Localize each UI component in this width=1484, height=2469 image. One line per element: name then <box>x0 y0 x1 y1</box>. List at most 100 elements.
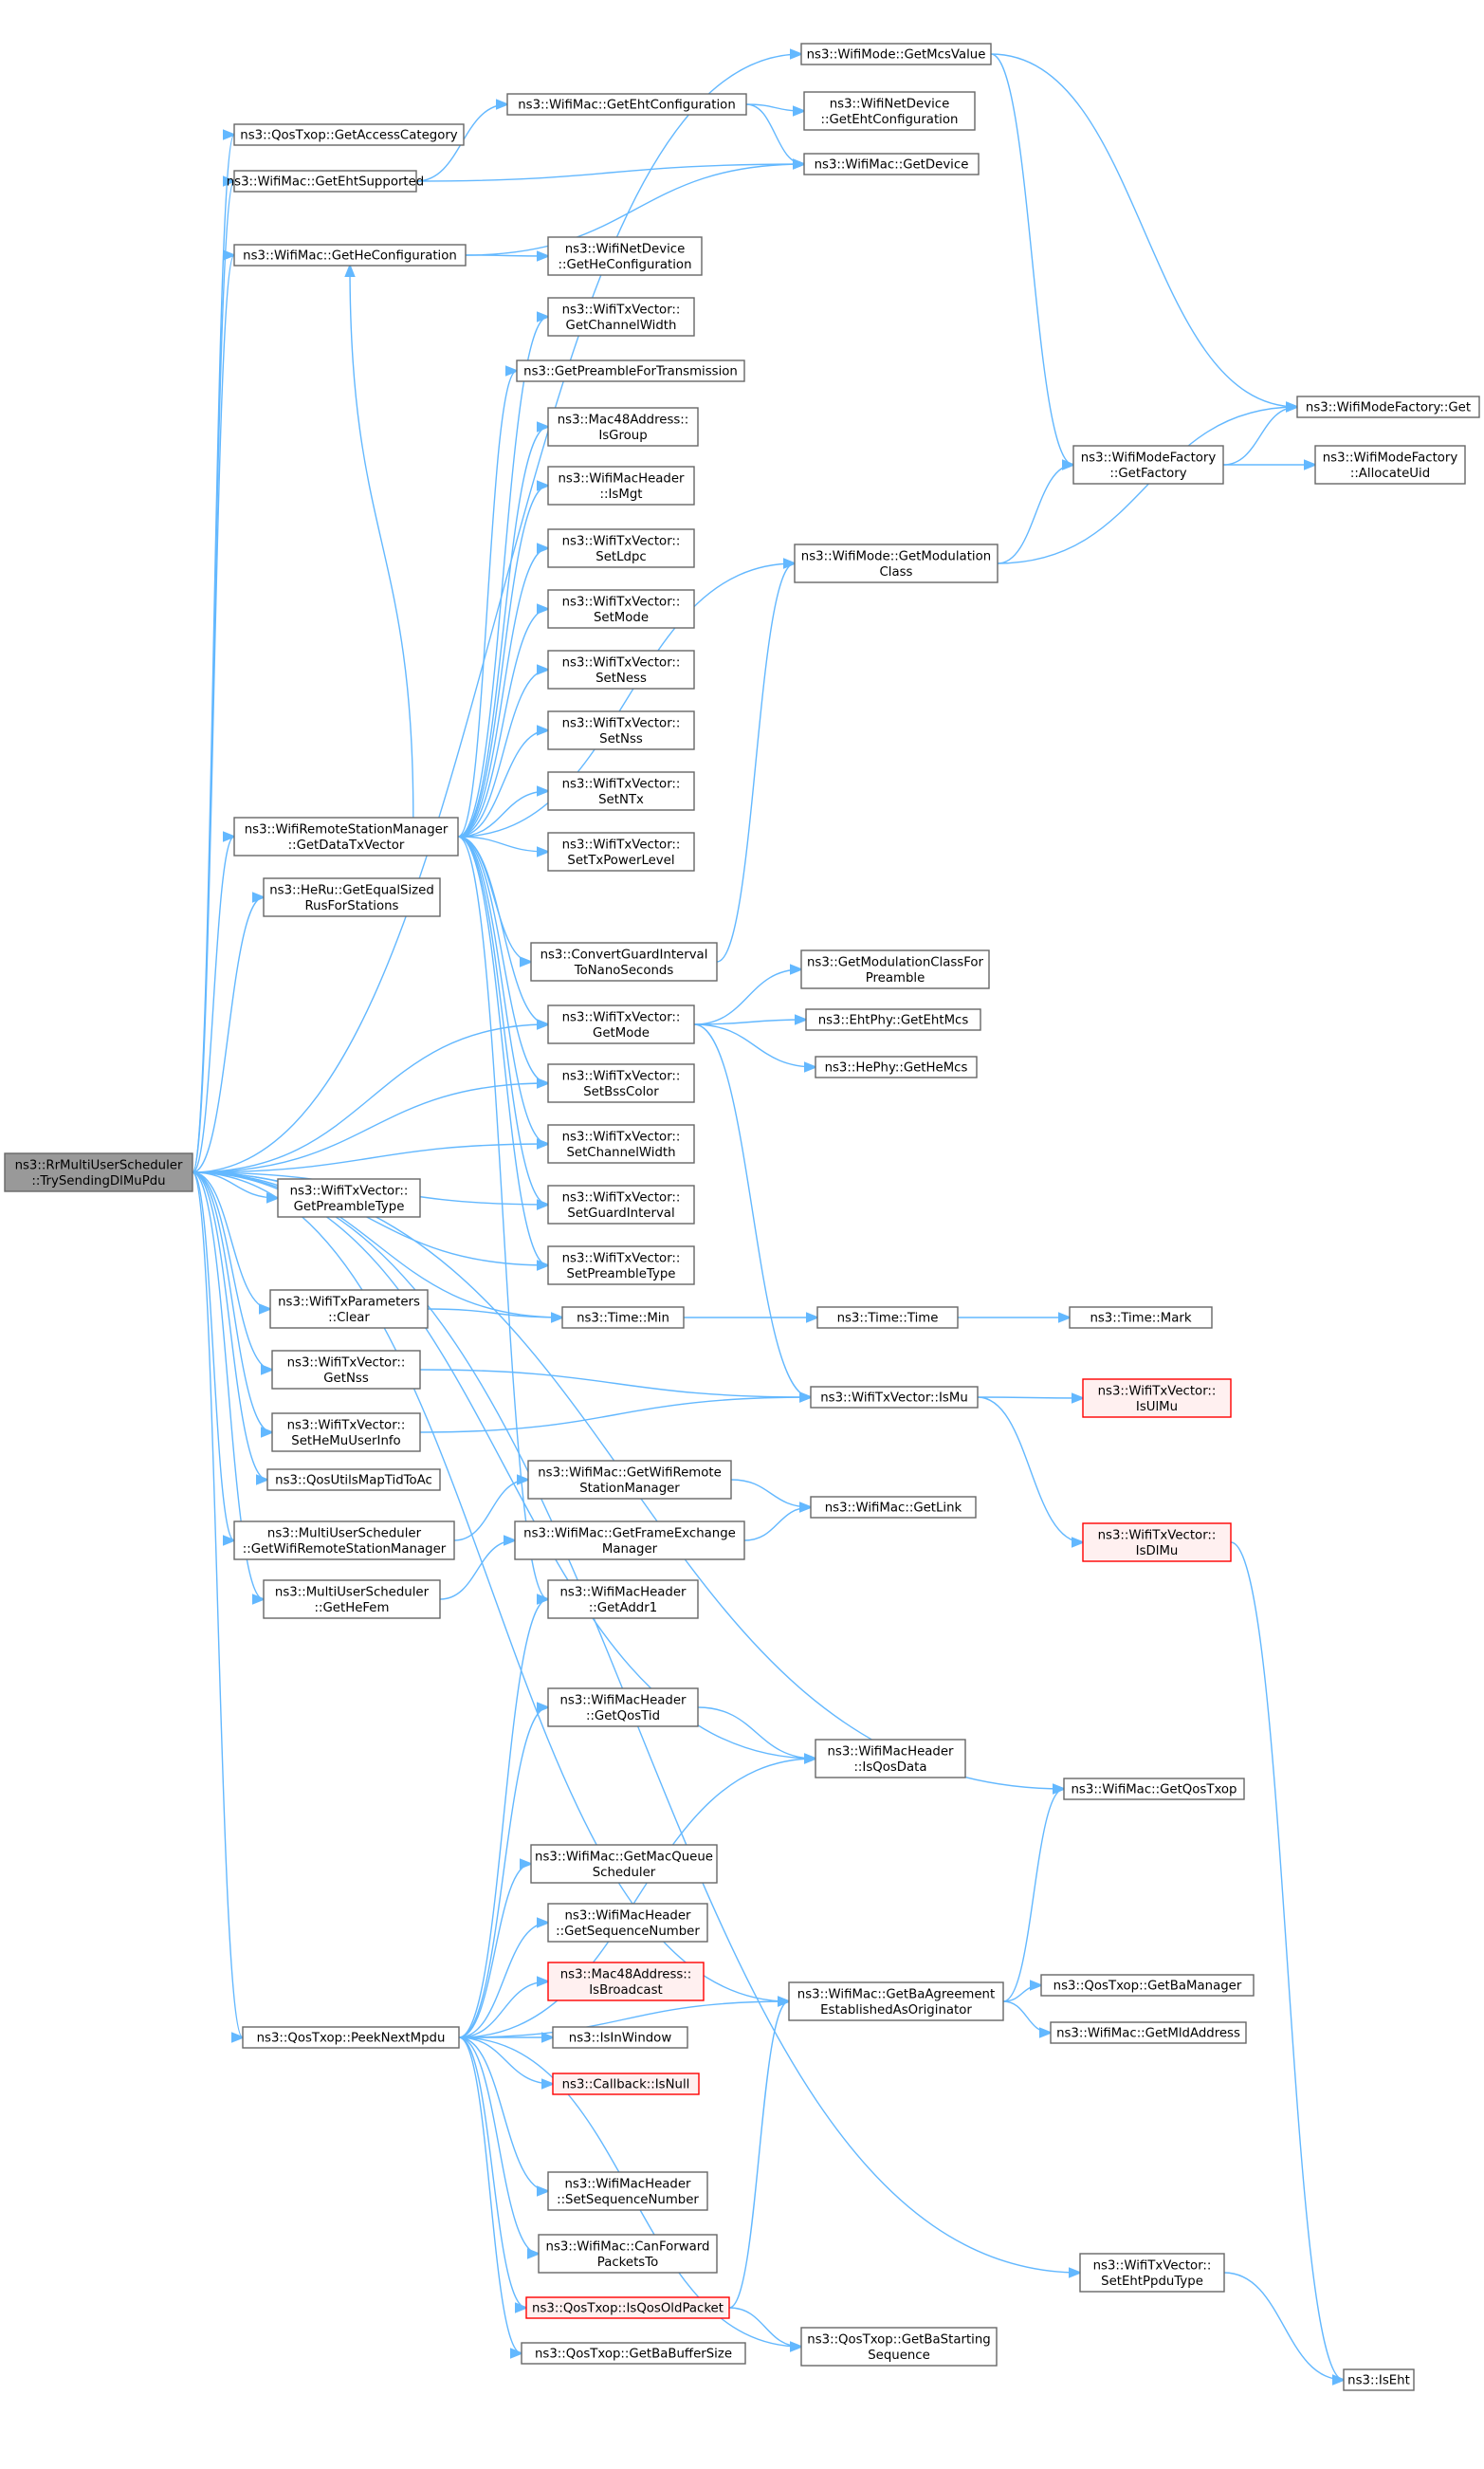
graph-node-qosutils[interactable]: ns3::QosUtilsMapTidToAc <box>266 1468 441 1491</box>
graph-node-getaddr1[interactable]: ns3::WifiMacHeader::GetAddr1 <box>547 1579 699 1619</box>
node-box <box>4 1152 193 1192</box>
node-label: ::GetSequenceNumber <box>556 1925 700 1939</box>
edge-getdatatx-to-setpretype <box>457 836 548 1265</box>
graph-node-musgetwrsm[interactable]: ns3::MultiUserScheduler::GetWifiRemoteSt… <box>233 1520 455 1560</box>
graph-node-setness[interactable]: ns3::WifiTxVector::SetNess <box>547 650 695 690</box>
graph-node-getdevice[interactable]: ns3::WifiMac::GetDevice <box>803 153 980 175</box>
node-box <box>242 2026 460 2049</box>
node-label: ns3::QosTxop::GetAccessCategory <box>240 129 458 143</box>
graph-node-getmode[interactable]: ns3::WifiTxVector::GetMode <box>547 1004 695 1044</box>
graph-node-setntx[interactable]: ns3::WifiTxVector::SetNTx <box>547 771 695 811</box>
graph-node-getseq[interactable]: ns3::WifiMacHeader::GetSequenceNumber <box>547 1903 708 1943</box>
graph-node-isdlmu[interactable]: ns3::WifiTxVector::IsDlMu <box>1082 1522 1232 1562</box>
node-label: StationManager <box>579 1482 680 1496</box>
graph-node-mfget[interactable]: ns3::WifiModeFactory::Get <box>1296 396 1480 418</box>
node-box <box>525 2296 730 2319</box>
graph-node-getwrsm[interactable]: ns3::WifiMac::GetWifiRemoteStationManage… <box>527 1460 732 1500</box>
graph-node-root[interactable]: ns3::RrMultiUserScheduler::TrySendingDlM… <box>4 1152 193 1192</box>
node-label: ns3::WifiTxVector:: <box>1098 1384 1217 1398</box>
graph-node-setnss[interactable]: ns3::WifiTxVector::SetNss <box>547 710 695 750</box>
graph-node-ehtconf[interactable]: ns3::WifiMac::GetEhtConfiguration <box>506 93 747 116</box>
graph-node-getbamgr[interactable]: ns3::QosTxop::GetBaManager <box>1040 1974 1255 1997</box>
edge-getmcs-to-mfgetf <box>990 53 1073 465</box>
graph-node-preamble[interactable]: ns3::GetPreambleForTransmission <box>516 359 745 382</box>
node-box <box>233 170 417 193</box>
graph-node-sethemu[interactable]: ns3::WifiTxVector::SetHeMuUserInfo <box>271 1412 421 1452</box>
graph-node-timetime[interactable]: ns3::Time::Time <box>816 1306 959 1329</box>
edges-layer <box>192 54 1344 2380</box>
edge-getdatatx-to-setgi <box>457 836 548 1205</box>
graph-node-getbaagree[interactable]: ns3::WifiMac::GetBaAgreementEstablishedA… <box>788 1981 1004 2021</box>
graph-node-isbcast[interactable]: ns3::Mac48Address::IsBroadcast <box>547 1962 705 2001</box>
edge-getmode-to-ismu <box>693 1023 811 1397</box>
graph-node-ismu[interactable]: ns3::WifiTxVector::IsMu <box>810 1386 979 1409</box>
graph-node-getbabuf[interactable]: ns3::QosTxop::GetBaBufferSize <box>521 2342 746 2365</box>
node-box <box>547 236 703 276</box>
edge-musgetwrsm-to-getwrsm <box>453 1480 528 1541</box>
graph-node-timemark[interactable]: ns3::Time::Mark <box>1069 1306 1213 1329</box>
graph-node-getmodclass[interactable]: ns3::WifiMode::GetModulationClass <box>794 544 998 583</box>
graph-node-getnss[interactable]: ns3::WifiTxVector::GetNss <box>271 1350 421 1390</box>
graph-node-setehtppdu[interactable]: ns3::WifiTxVector::SetEhtPpduType <box>1079 2253 1225 2293</box>
graph-node-hemcs[interactable]: ns3::HePhy::GetHeMcs <box>815 1056 978 1078</box>
graph-node-setpretype[interactable]: ns3::WifiTxVector::SetPreambleType <box>547 1245 695 1285</box>
node-box <box>788 1981 1004 2021</box>
graph-node-setbss[interactable]: ns3::WifiTxVector::SetBssColor <box>547 1063 695 1103</box>
edge-getdatatx-to-preamble <box>457 371 517 838</box>
graph-node-getdatatx[interactable]: ns3::WifiRemoteStationManager::GetDataTx… <box>233 817 459 857</box>
graph-node-setpower[interactable]: ns3::WifiTxVector::SetTxPowerLevel <box>547 832 695 872</box>
edge-root-to-qosutils <box>192 1171 267 1480</box>
node-box <box>547 2171 708 2211</box>
graph-node-txclear[interactable]: ns3::WifiTxParameters::Clear <box>269 1289 429 1329</box>
graph-node-mfalloc[interactable]: ns3::WifiModeFactory::AllocateUid <box>1314 445 1466 485</box>
graph-node-isinwindow[interactable]: ns3::IsInWindow <box>552 2026 688 2049</box>
graph-node-getlink[interactable]: ns3::WifiMac::GetLink <box>810 1496 977 1519</box>
graph-node-setseq[interactable]: ns3::WifiMacHeader::SetSequenceNumber <box>547 2171 708 2211</box>
edge-getdatatx-to-setchw <box>457 836 548 1144</box>
graph-node-setldpc[interactable]: ns3::WifiTxVector::SetLdpc <box>547 528 695 568</box>
graph-node-getpretype[interactable]: ns3::WifiTxVector::GetPreambleType <box>277 1178 421 1218</box>
graph-node-getmcs[interactable]: ns3::WifiMode::GetMcsValue <box>800 43 992 65</box>
graph-node-ndevEht[interactable]: ns3::WifiNetDevice::GetEhtConfiguration <box>803 91 976 131</box>
graph-node-isulmu[interactable]: ns3::WifiTxVector::IsUlMu <box>1082 1378 1232 1418</box>
graph-node-cbisnull[interactable]: ns3::Callback::IsNull <box>552 2073 700 2095</box>
graph-node-setchw[interactable]: ns3::WifiTxVector::SetChannelWidth <box>547 1124 695 1164</box>
graph-node-mfgetf[interactable]: ns3::WifiModeFactory::GetFactory <box>1072 445 1224 485</box>
edge-getbaagree-to-getmld <box>1002 2000 1051 2033</box>
graph-node-ndevHe[interactable]: ns3::WifiNetDevice::GetHeConfiguration <box>547 236 703 276</box>
graph-node-iseht[interactable]: ns3::IsEht <box>1343 2368 1415 2391</box>
graph-node-timemin[interactable]: ns3::Time::Min <box>561 1306 685 1329</box>
graph-node-isqosold[interactable]: ns3::QosTxop::IsQosOldPacket <box>525 2296 730 2319</box>
node-label: ns3::WifiMac::GetHeConfiguration <box>243 249 457 264</box>
node-box <box>547 1063 695 1103</box>
graph-node-setmode[interactable]: ns3::WifiTxVector::SetMode <box>547 589 695 629</box>
graph-node-isqosdata[interactable]: ns3::WifiMacHeader::IsQosData <box>815 1739 966 1778</box>
graph-node-setgi[interactable]: ns3::WifiTxVector::SetGuardInterval <box>547 1185 695 1225</box>
graph-node-getmld[interactable]: ns3::WifiMac::GetMldAddress <box>1050 2021 1247 2044</box>
node-box <box>547 528 695 568</box>
graph-node-peek[interactable]: ns3::QosTxop::PeekNextMpdu <box>242 2026 460 2049</box>
graph-node-getqostid[interactable]: ns3::WifiMacHeader::GetQosTid <box>547 1687 699 1727</box>
node-label: SetHeMuUserInfo <box>291 1434 400 1448</box>
node-box <box>1296 396 1480 418</box>
graph-node-isgroup[interactable]: ns3::Mac48Address::IsGroup <box>547 407 699 447</box>
graph-node-heconf[interactable]: ns3::WifiMac::GetHeConfiguration <box>233 244 467 267</box>
node-label: SetChannelWidth <box>566 1146 675 1160</box>
graph-node-getchw[interactable]: ns3::WifiTxVector::GetChannelWidth <box>547 297 695 337</box>
graph-node-ehtsupp[interactable]: ns3::WifiMac::GetEhtSupported <box>227 170 425 193</box>
graph-node-getqostxop[interactable]: ns3::WifiMac::GetQosTxop <box>1063 1778 1245 1800</box>
graph-node-ehtmcs[interactable]: ns3::EhtPhy::GetEhtMcs <box>805 1008 981 1031</box>
graph-node-ismgt[interactable]: ns3::WifiMacHeader::IsMgt <box>547 466 695 506</box>
node-label: ns3::WifiMac::GetMacQueue <box>535 1850 713 1864</box>
node-box <box>1343 2368 1415 2391</box>
node-label: ::AllocateUid <box>1350 467 1430 481</box>
graph-node-accesscat[interactable]: ns3::QosTxop::GetAccessCategory <box>233 123 465 146</box>
graph-node-musgethefem[interactable]: ns3::MultiUserScheduler::GetHeFem <box>263 1579 441 1619</box>
